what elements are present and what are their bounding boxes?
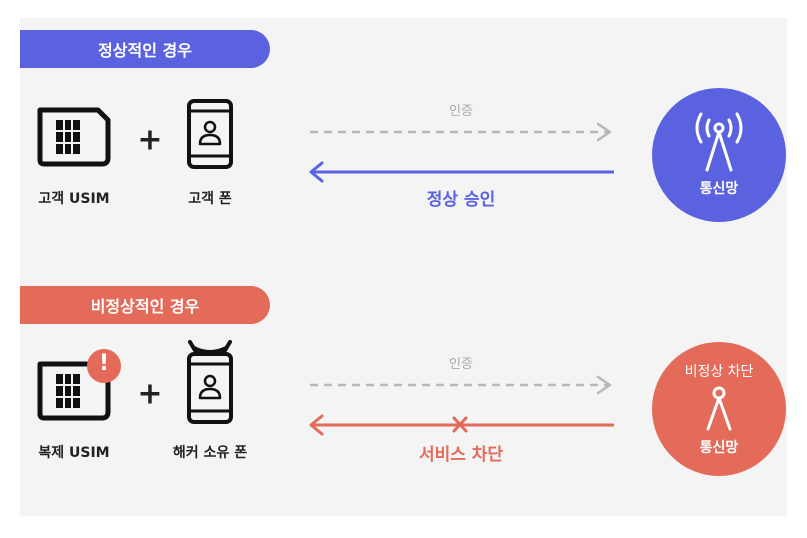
normal-phone-label: 고객 폰 [188, 191, 232, 207]
sim-card-icon [37, 107, 111, 167]
abnormal-case-title: 비정상적인 경우 [20, 286, 270, 324]
diagram-panel: 정상적인 경우 고객 USIM + 고객 폰 인증 정상 승인 통신망 비정상적… [20, 18, 787, 516]
abnormal-blocked-arrow [309, 414, 614, 436]
abnormal-auth-label: 인증 [449, 357, 473, 372]
abnormal-sim-label: 복제 USIM [38, 445, 110, 461]
abnormal-network-circle: 비정상 차단 통신망 [652, 342, 786, 476]
warning-mark: ! [98, 351, 110, 376]
normal-case-title: 정상적인 경우 [20, 30, 270, 68]
normal-auth-label: 인증 [449, 104, 473, 119]
normal-network-circle: 통신망 [652, 88, 786, 222]
normal-approval-arrow [309, 161, 614, 183]
antenna-icon [706, 386, 732, 431]
x-mark-icon [452, 416, 468, 433]
phone-hacker-icon [187, 340, 233, 424]
normal-network-label: 통신망 [699, 181, 739, 197]
abnormal-auth-arrow [310, 375, 612, 395]
abnormal-network-label: 통신망 [699, 440, 739, 456]
normal-result-label: 정상 승인 [426, 190, 496, 210]
abnormal-plus: + [137, 376, 163, 412]
normal-sim-label: 고객 USIM [38, 191, 110, 207]
abnormal-result-label: 서비스 차단 [418, 445, 504, 465]
abnormal-block-label: 비정상 차단 [684, 364, 754, 380]
normal-auth-arrow [310, 122, 612, 142]
antenna-icon [695, 112, 743, 172]
abnormal-phone-label: 해커 소유 폰 [172, 445, 248, 461]
phone-user-icon [187, 99, 233, 169]
arrows-layer [309, 122, 614, 436]
sim-card-warning-icon [37, 349, 121, 421]
normal-plus: + [137, 122, 163, 158]
